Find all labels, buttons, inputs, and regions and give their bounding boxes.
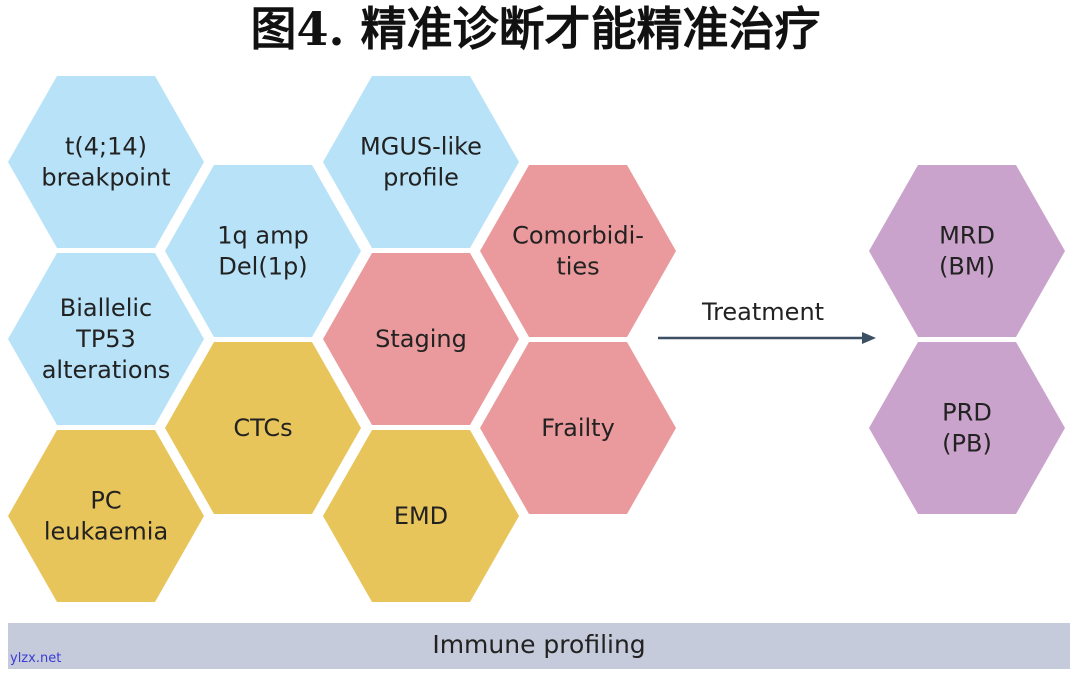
hexagon-shape — [323, 76, 519, 248]
hexagon-label: (PB) — [942, 430, 992, 458]
hexagon-label: Biallelic — [60, 294, 152, 322]
hexagon-layer: t(4;14) breakpoint MGUS-like profile 1q ampD… — [8, 76, 1065, 602]
hexagon-label: PRD — [942, 399, 992, 427]
hexagon-shape — [323, 253, 519, 425]
hexagon-shape — [8, 76, 204, 248]
hexagon-label: EMD — [394, 502, 448, 530]
hexagon-shape — [323, 430, 519, 602]
hexagon-ctcs: CTCs — [165, 342, 361, 514]
hexagon-label: profile — [383, 164, 459, 192]
hexagon-comorb: Comorbidi-ties — [480, 165, 676, 337]
hexagon-label: t(4;14) — [65, 133, 147, 161]
hexagon-frailty: Frailty — [480, 342, 676, 514]
hexagon-label: CTCs — [233, 414, 292, 442]
hexagon-label: leukaemia — [44, 518, 168, 546]
hexagon-label: Frailty — [541, 414, 615, 442]
hexagon-shape — [8, 253, 204, 425]
hexagon-mgus: MGUS-like profile — [323, 76, 519, 248]
watermark: ylzx.net — [10, 651, 62, 666]
immune-profiling-bar: Immune profiling — [8, 623, 1070, 669]
hexagon-label: Comorbidi- — [512, 222, 644, 250]
hexagon-mrd: MRD (BM) — [869, 165, 1065, 337]
hexagon-label: (BM) — [939, 253, 995, 281]
hexagon-shape — [165, 342, 361, 514]
hexagon-staging: Staging — [323, 253, 519, 425]
hexagon-shape — [869, 342, 1065, 514]
hexagon-pcleuk: PC leukaemia — [8, 430, 204, 602]
hexagon-label: Del(1p) — [218, 253, 307, 281]
hexagon-shape — [480, 342, 676, 514]
hexagon-shape — [165, 165, 361, 337]
hexagon-label: breakpoint — [41, 164, 170, 192]
hexagon-label: 1q amp — [217, 222, 308, 250]
treatment-arrow — [658, 332, 876, 344]
hexagon-label: Staging — [375, 325, 467, 353]
hexagon-prd: PRD (PB) — [869, 342, 1065, 514]
hexagon-shape — [869, 165, 1065, 337]
hexagon-t414: t(4;14) breakpoint — [8, 76, 204, 248]
hexagon-label: alterations — [42, 356, 171, 384]
hexagon-label: MRD — [939, 222, 995, 250]
hexagon-emd: EMD — [323, 430, 519, 602]
hexagon-label: MGUS-like — [360, 133, 482, 161]
treatment-label: Treatment — [701, 298, 824, 326]
hexagon-label: PC — [90, 487, 121, 515]
hexagon-shape — [480, 165, 676, 337]
hexagon-shape — [8, 430, 204, 602]
hexagon-label: TP53 — [75, 325, 136, 353]
figure-title: 图4. 精准诊断才能精准治疗 — [250, 2, 821, 56]
hexagon-label: ties — [556, 253, 599, 281]
